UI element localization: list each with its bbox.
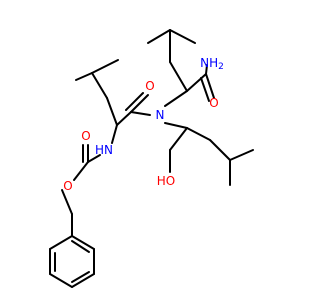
bond <box>106 97 118 126</box>
bond <box>147 29 171 44</box>
bond <box>91 72 108 99</box>
carbamate-nh-label: HN <box>95 143 113 157</box>
bond <box>130 94 149 113</box>
bond <box>130 111 151 116</box>
bond <box>209 139 231 161</box>
bond <box>125 92 144 111</box>
carbamate-ether-oxygen-label: O <box>63 179 72 193</box>
bond <box>73 161 89 181</box>
bond <box>200 77 210 102</box>
bond <box>71 271 90 283</box>
amide-nh2-label: NH2 <box>200 56 224 72</box>
bond <box>71 240 90 253</box>
bond <box>229 149 254 161</box>
bond <box>75 72 93 81</box>
bond <box>169 127 188 151</box>
hydroxyl-label: HO <box>157 174 175 188</box>
bond <box>164 122 188 129</box>
bond <box>49 273 73 288</box>
bond <box>49 235 73 250</box>
amide-oxygen-label: O <box>209 96 218 110</box>
bond <box>164 90 188 107</box>
bond <box>205 73 215 99</box>
bond <box>91 59 119 74</box>
bond <box>61 189 73 215</box>
bond <box>71 235 95 250</box>
bond <box>71 273 95 288</box>
bond <box>169 29 196 44</box>
leucine-carbonyl-oxygen-label: O <box>145 79 154 93</box>
bond <box>186 127 211 141</box>
carbamate-carbonyl-oxygen-label: O <box>81 129 90 143</box>
atom-label-layer: NH2 O O N HN O O HO <box>63 56 224 193</box>
bond <box>111 124 118 144</box>
bond <box>186 73 207 92</box>
tertiary-nitrogen-label: N <box>156 108 165 122</box>
bond-layer <box>49 29 254 288</box>
bond <box>116 111 132 126</box>
bond <box>169 61 188 92</box>
bond <box>87 154 101 163</box>
molecule-drawing: NH2 O O N HN O O HO <box>49 29 254 288</box>
bond <box>205 64 208 75</box>
structure-canvas: NH2 O O N HN O O HO <box>49 29 254 288</box>
